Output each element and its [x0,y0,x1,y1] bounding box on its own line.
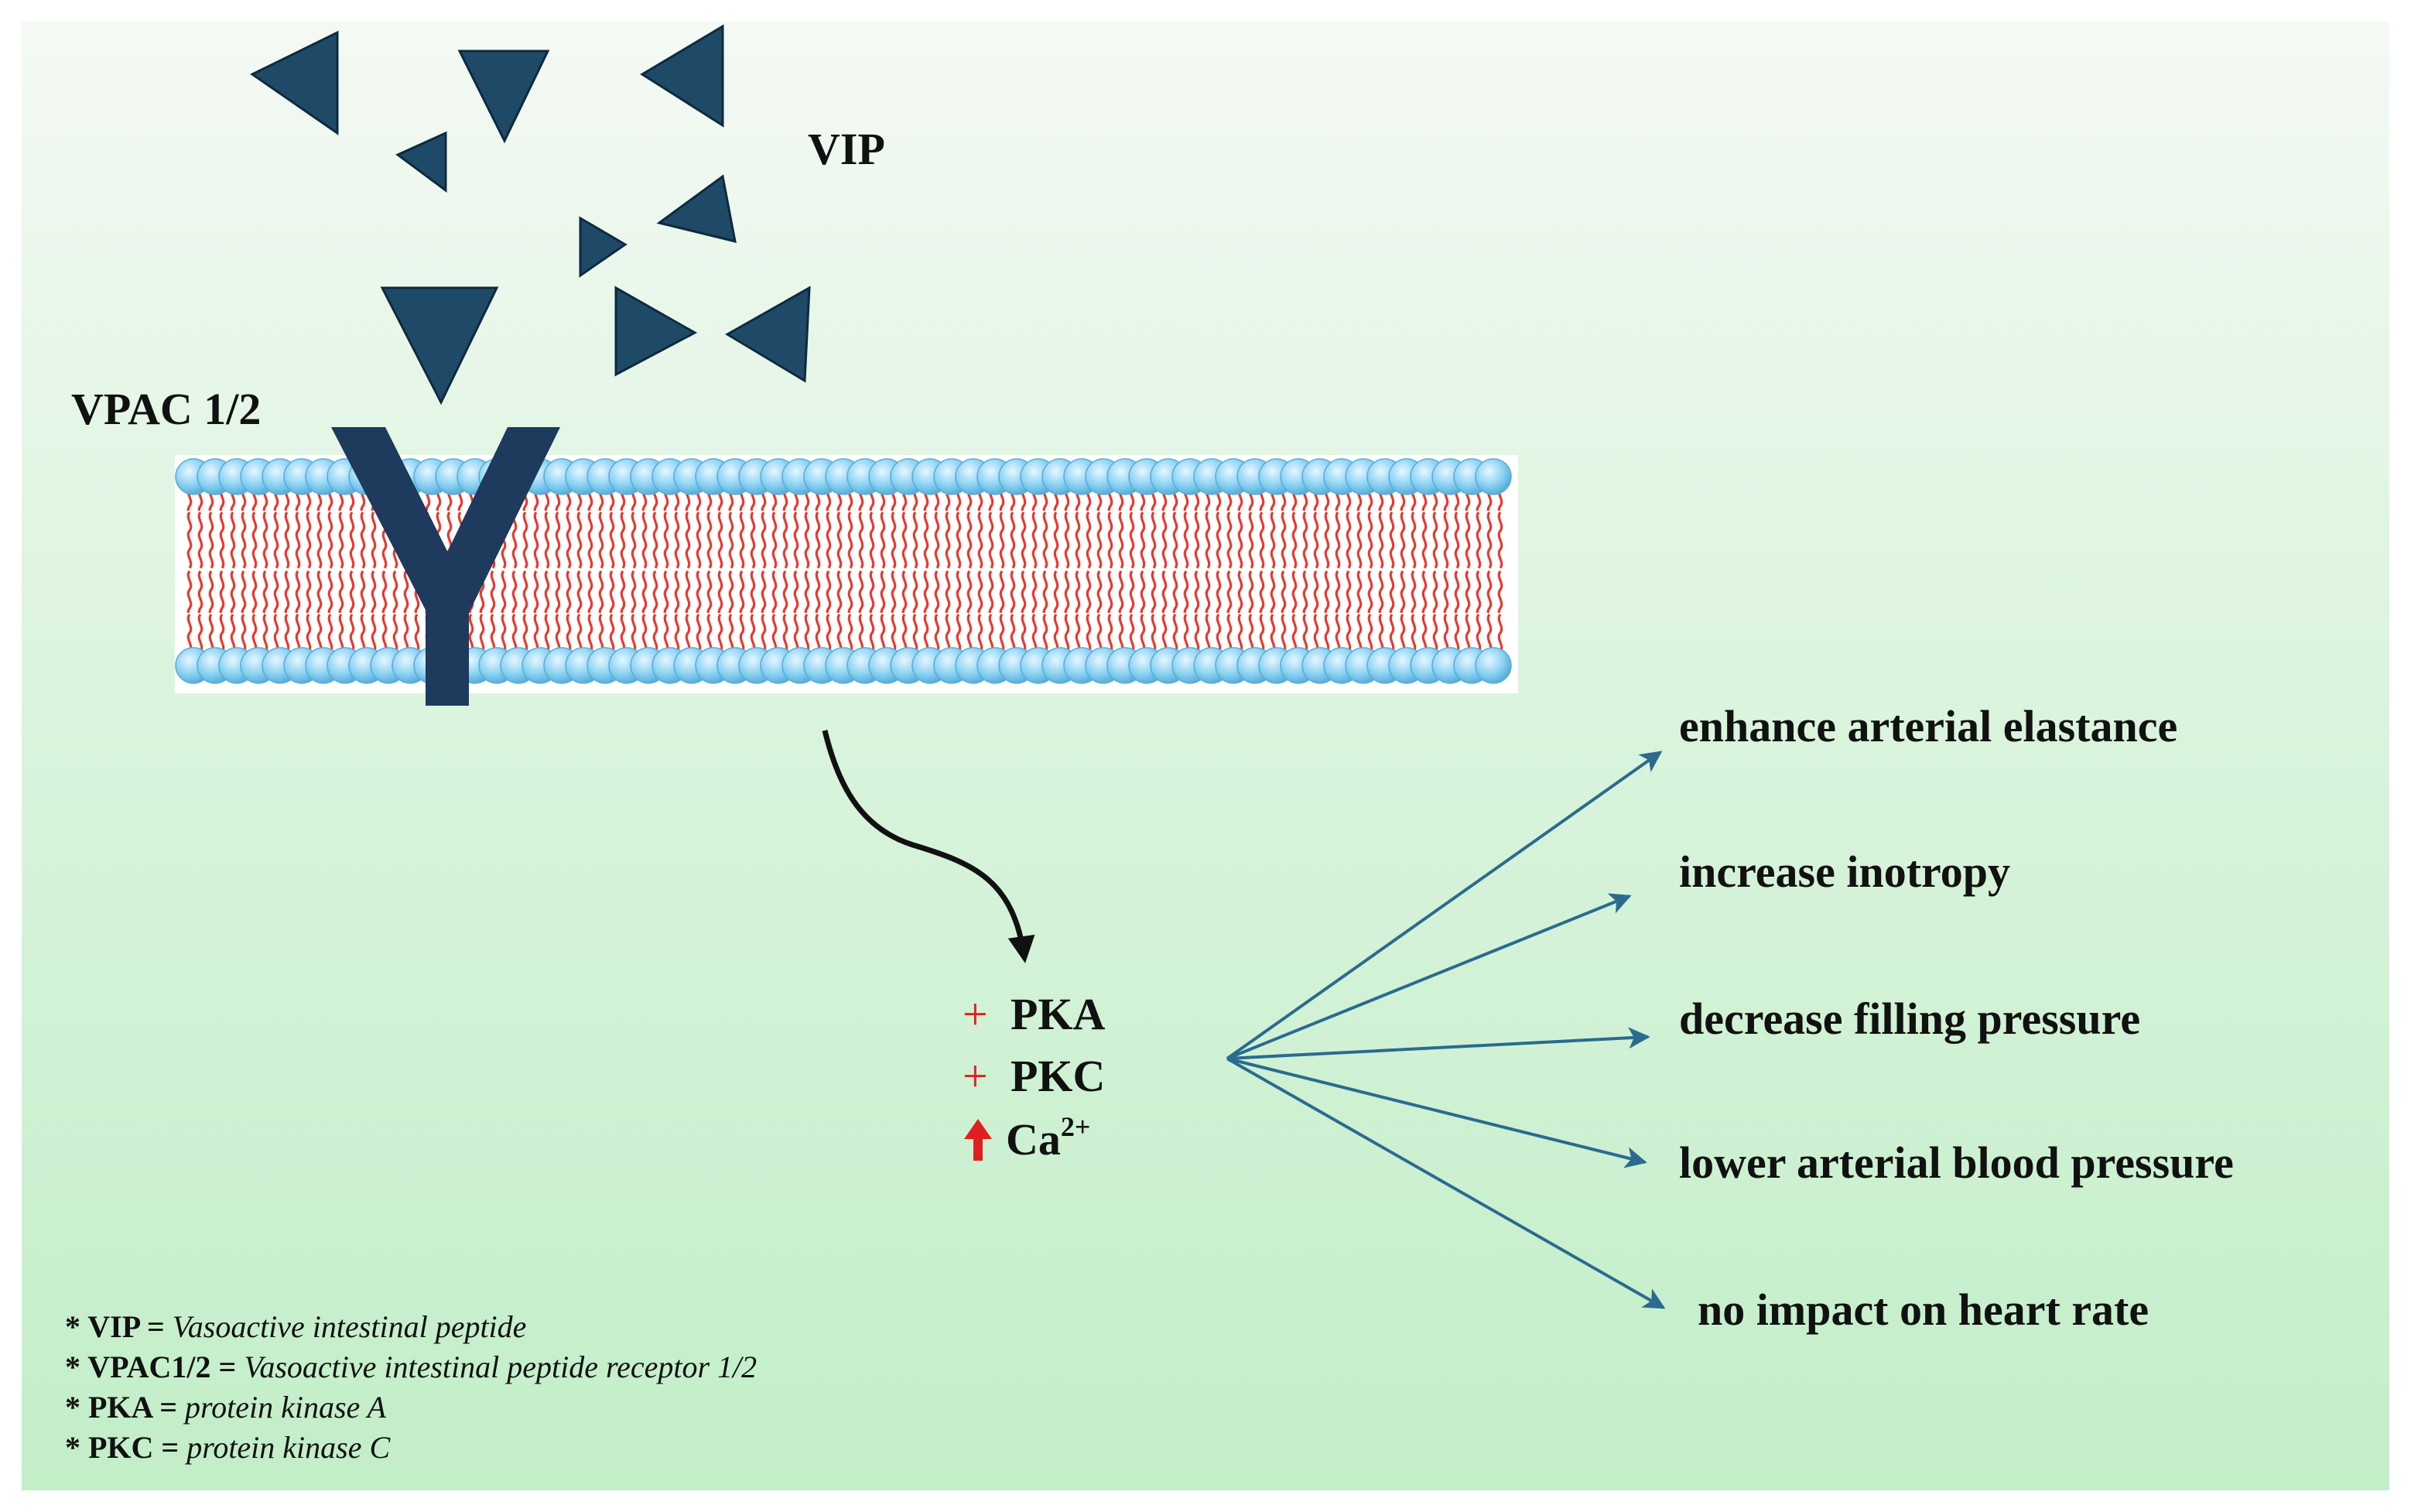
vip-triangle [725,286,811,383]
vip-triangle [395,131,447,193]
vpac-receptor [331,427,560,706]
receptor-right-arm [422,427,560,619]
pka-label: PKA [1011,989,1106,1039]
effect-arrow [1226,1057,1666,1309]
vip-peptides [250,24,811,405]
receptor-left-arm [331,427,474,619]
effect-blood-pressure: lower arterial blood pressure [1679,1137,2234,1188]
pka-plus-sign: + [963,989,988,1039]
effect-heart-rate: no impact on heart rate [1698,1285,2149,1335]
lipid-heads-outer [175,458,1512,495]
vip-triangle [250,30,339,135]
effect-arrows [1226,751,1666,1309]
pkc-label: PKC [1011,1051,1105,1101]
footnote-vip: * VIP =Vasoactive intestinal peptide [65,1309,526,1344]
calcium-charge: 2+ [1061,1111,1091,1142]
vip-triangle [457,50,550,144]
vip-triangle [380,286,499,405]
effect-elastance: enhance arterial elastance [1679,701,2177,751]
calcium-label: Ca2+ [1006,1111,1090,1165]
effect-arrow [1226,751,1663,1060]
receptor-stem [426,588,469,706]
effects-list: enhance arterial elastance increase inot… [1679,701,2234,1335]
background-panel [22,22,2389,1490]
calcium-symbol: Ca [1006,1114,1061,1165]
vip-label: VIP [808,124,885,174]
footnote-pkc: * PKC =protein kinase C [65,1430,391,1465]
receptor-label: VPAC 1/2 [71,384,261,434]
effect-filling-pressure: decrease filling pressure [1679,994,2140,1044]
vip-triangle [656,174,737,244]
second-messengers: + PKA + PKC Ca2+ [963,989,1106,1165]
effect-arrow [1226,1027,1650,1060]
vip-triangle [614,286,698,377]
effect-arrow [1226,893,1632,1060]
lipid-head [1475,458,1512,495]
effect-arrow [1226,1057,1647,1168]
pkc-plus-sign: + [963,1051,988,1101]
lipid-head [1475,647,1512,684]
vip-triangle [640,24,724,128]
up-arrow-icon [964,1119,992,1161]
effect-inotropy: increase inotropy [1679,847,2010,897]
footnote-pka: * PKA =protein kinase A [65,1390,387,1425]
vip-triangle [579,216,628,278]
signaling-arrow [822,730,1035,963]
lipid-heads-inner [175,647,1512,684]
footnote-vpac: * VPAC1/2 =Vasoactive intestinal peptide… [65,1350,757,1384]
footnotes: * VIP =Vasoactive intestinal peptide * V… [65,1309,757,1465]
